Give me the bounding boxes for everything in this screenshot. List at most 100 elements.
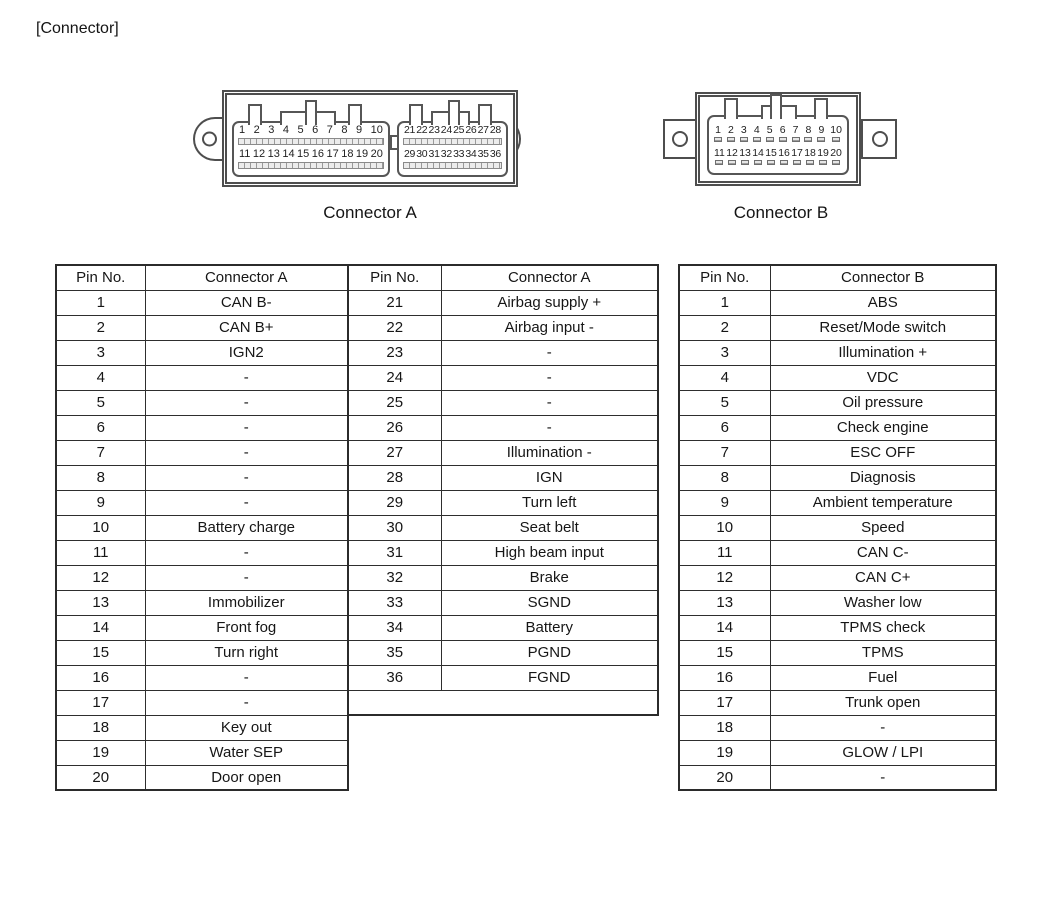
pin-number-cell: 20 — [678, 764, 771, 791]
pin-number: 25 — [453, 124, 465, 136]
signal-name-cell: GLOW / LPI — [769, 739, 997, 766]
pin-number-cell: 6 — [55, 414, 146, 441]
signal-name-cell: Key out — [144, 714, 349, 741]
pin-number: 5 — [766, 124, 773, 136]
pin-number: 5 — [297, 124, 304, 136]
table-row: 6- — [55, 414, 349, 441]
pin-contact-icon — [819, 160, 828, 165]
signal-name-cell: - — [144, 689, 349, 716]
pin: 8 — [804, 125, 813, 142]
pin-number: 14 — [752, 147, 764, 159]
pin-number-cell: 20 — [55, 764, 146, 791]
signal-name-cell: - — [144, 364, 349, 391]
pin-number: 27 — [477, 124, 489, 136]
signal-name-cell: Airbag supply + — [440, 289, 659, 316]
signal-name-cell: IGN2 — [144, 339, 349, 366]
signal-name-cell: - — [144, 539, 349, 566]
pin-number-cell: 32 — [347, 564, 442, 591]
pin-contact-strip — [238, 162, 384, 169]
pin-contact-icon — [741, 160, 750, 165]
pin-contact-icon — [726, 137, 735, 142]
pin: 10 — [830, 125, 842, 142]
pin-number-cell: 17 — [678, 689, 771, 716]
pin-contact-icon — [714, 137, 722, 142]
pin-number-cell: 15 — [678, 639, 771, 666]
header-row: Pin No.Connector B — [678, 264, 997, 291]
table-row: 18- — [678, 714, 997, 741]
pin-number-cell: 9 — [55, 489, 146, 516]
signal-name-cell: High beam input — [440, 539, 659, 566]
pin-contact-icon — [728, 160, 737, 165]
pin-number: 13 — [267, 148, 280, 160]
pin-contact-icon — [780, 160, 789, 165]
pin: 9 — [817, 125, 826, 142]
mounting-ear-left — [663, 119, 699, 159]
table-row: 23- — [347, 339, 659, 366]
pin-number-cell: 28 — [347, 464, 442, 491]
pin: 16 — [778, 148, 790, 165]
pin-number-cell: 10 — [678, 514, 771, 541]
pin-number-cell: 30 — [347, 514, 442, 541]
signal-name-cell: CAN B+ — [144, 314, 349, 341]
pin-number: 34 — [465, 148, 477, 160]
pin-number-cell: 22 — [347, 314, 442, 341]
pin-number-cell: 13 — [55, 589, 146, 616]
table-row: 11- — [55, 539, 349, 566]
signal-name-cell: PGND — [440, 639, 659, 666]
table-row: 7- — [55, 439, 349, 466]
pin-number: 13 — [739, 147, 751, 159]
section-label: [Connector] — [36, 20, 119, 37]
pin-number-cell: 24 — [347, 364, 442, 391]
signal-name-cell: Ambient temperature — [769, 489, 997, 516]
pin-contact-icon — [739, 137, 748, 142]
keying-notch-icon — [448, 100, 461, 125]
pin: 5 — [765, 124, 774, 142]
pin-contact-icon — [754, 160, 763, 165]
pin-contact-icon — [793, 160, 802, 165]
signal-name-cell: - — [440, 364, 659, 391]
pin-number: 1 — [239, 124, 246, 136]
signal-name-cell: Illumination + — [769, 339, 997, 366]
signal-name-cell: TPMS check — [769, 614, 997, 641]
pin-number-cell: 18 — [678, 714, 771, 741]
signal-name-cell: - — [144, 664, 349, 691]
column-header: Pin No. — [347, 264, 442, 291]
signal-name-cell: CAN C- — [769, 539, 997, 566]
pin-number: 36 — [489, 148, 501, 160]
pin-number-cell: 36 — [347, 664, 442, 691]
pin-number: 21 — [404, 124, 416, 136]
connector-a-caption: Connector A — [323, 203, 417, 222]
pin-number: 4 — [282, 124, 289, 136]
pin-number-cell: 25 — [347, 389, 442, 416]
pin-number: 24 — [440, 124, 452, 136]
table-row: 17- — [55, 689, 349, 716]
pin-number: 3 — [268, 124, 275, 136]
pin-number-cell: 1 — [55, 289, 146, 316]
pin-number: 22 — [416, 124, 428, 136]
pin-number: 19 — [355, 148, 369, 160]
pin-number-cell: 3 — [678, 339, 771, 366]
pin-number: 29 — [404, 148, 416, 160]
keying-notch-icon — [347, 104, 362, 125]
